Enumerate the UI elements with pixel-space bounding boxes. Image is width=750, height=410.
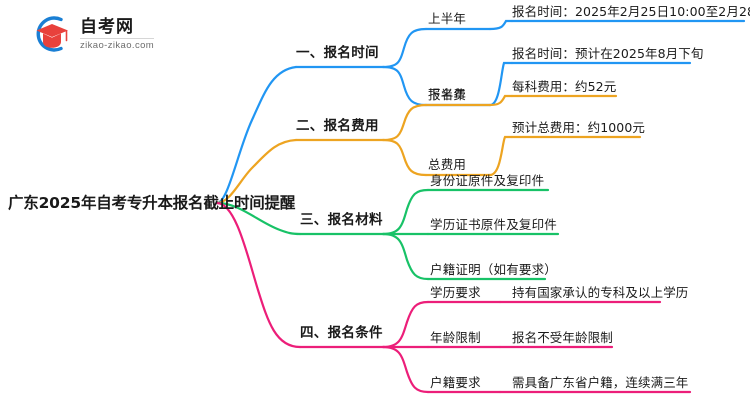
wire-child-2-1-to-leaf bbox=[488, 94, 514, 107]
wire-branch-3-to-child-3 bbox=[381, 232, 430, 281]
site-logo: 自考网 zikao-zikao.com bbox=[30, 10, 215, 58]
logo-cap-body bbox=[43, 33, 61, 48]
wire-branch-4-to-child-1 bbox=[381, 300, 430, 349]
branch-1-child-1[interactable]: 上半年 bbox=[428, 11, 467, 26]
logo-site-name: 自考网 bbox=[80, 16, 134, 37]
branch-4-child-1-leaf-1[interactable]: 持有国家承认的专科及以上学历 bbox=[512, 285, 689, 300]
wire-branch-3-to-child-1 bbox=[381, 188, 430, 236]
logo-svg bbox=[36, 16, 68, 52]
wire-branch-2-to-child-1 bbox=[381, 103, 428, 142]
branch-1-child-2-leaf-1[interactable]: 报名时间：预计在2025年8月下旬 bbox=[512, 46, 704, 61]
wire-branch-4-to-child-3 bbox=[381, 345, 430, 394]
wire-child-1-1-to-leaf bbox=[488, 19, 514, 31]
graduation-cap-icon bbox=[30, 12, 74, 56]
branch-3-child-2[interactable]: 学历证书原件及复印件 bbox=[430, 217, 558, 232]
wire-branch-1-to-child-1 bbox=[381, 27, 428, 69]
branch-2-child-2[interactable]: 总费用 bbox=[428, 157, 467, 172]
branch-3-child-3[interactable]: 户籍证明（如有要求） bbox=[430, 262, 558, 277]
wire-branch-1-to-child-2 bbox=[381, 65, 428, 107]
logo-cap-top bbox=[36, 24, 68, 37]
wire-child-1-2-to-leaf bbox=[488, 61, 514, 107]
wire-root-to-branch-1 bbox=[215, 65, 298, 205]
wire-root-to-branch-4 bbox=[215, 201, 302, 349]
branch-2-child-1-leaf-1[interactable]: 每科费用：约52元 bbox=[512, 79, 617, 94]
logo-text: 自考网 zikao-zikao.com bbox=[80, 16, 155, 52]
branch-4-child-3[interactable]: 户籍要求 bbox=[430, 375, 481, 390]
branch-node-2[interactable]: 二、报名费用 bbox=[296, 118, 379, 134]
wire-child-2-2-to-leaf bbox=[488, 135, 514, 177]
branch-1-child-1-leaf-1[interactable]: 报名时间：2025年2月25日10:00至2月28日12:00 bbox=[512, 4, 750, 19]
wire-branch-2-to-child-2 bbox=[381, 138, 428, 177]
branch-1-child-2[interactable]: 下半年 bbox=[428, 87, 467, 102]
branch-4-child-3-leaf-1[interactable]: 需具备广东省户籍，连续满三年 bbox=[512, 375, 689, 390]
branch-4-child-1[interactable]: 学历要求 bbox=[430, 285, 481, 300]
root-node[interactable]: 广东2025年自考专升本报名截止时间提醒 bbox=[8, 194, 296, 212]
branch-2-child-1[interactable]: 报名费 bbox=[428, 87, 467, 102]
logo-site-url: zikao-zikao.com bbox=[80, 37, 155, 51]
branch-4-child-2-leaf-1[interactable]: 报名不受年龄限制 bbox=[512, 330, 613, 345]
branch-2-child-2-leaf-1[interactable]: 预计总费用：约1000元 bbox=[512, 120, 646, 135]
branch-4-child-2[interactable]: 年龄限制 bbox=[430, 330, 481, 345]
branch-3-child-1[interactable]: 身份证原件及复印件 bbox=[430, 173, 545, 188]
branch-node-1[interactable]: 一、报名时间 bbox=[296, 45, 379, 61]
branch-node-3[interactable]: 三、报名材料 bbox=[300, 212, 383, 228]
logo-arc bbox=[36, 16, 63, 52]
branch-node-4[interactable]: 四、报名条件 bbox=[300, 325, 383, 341]
